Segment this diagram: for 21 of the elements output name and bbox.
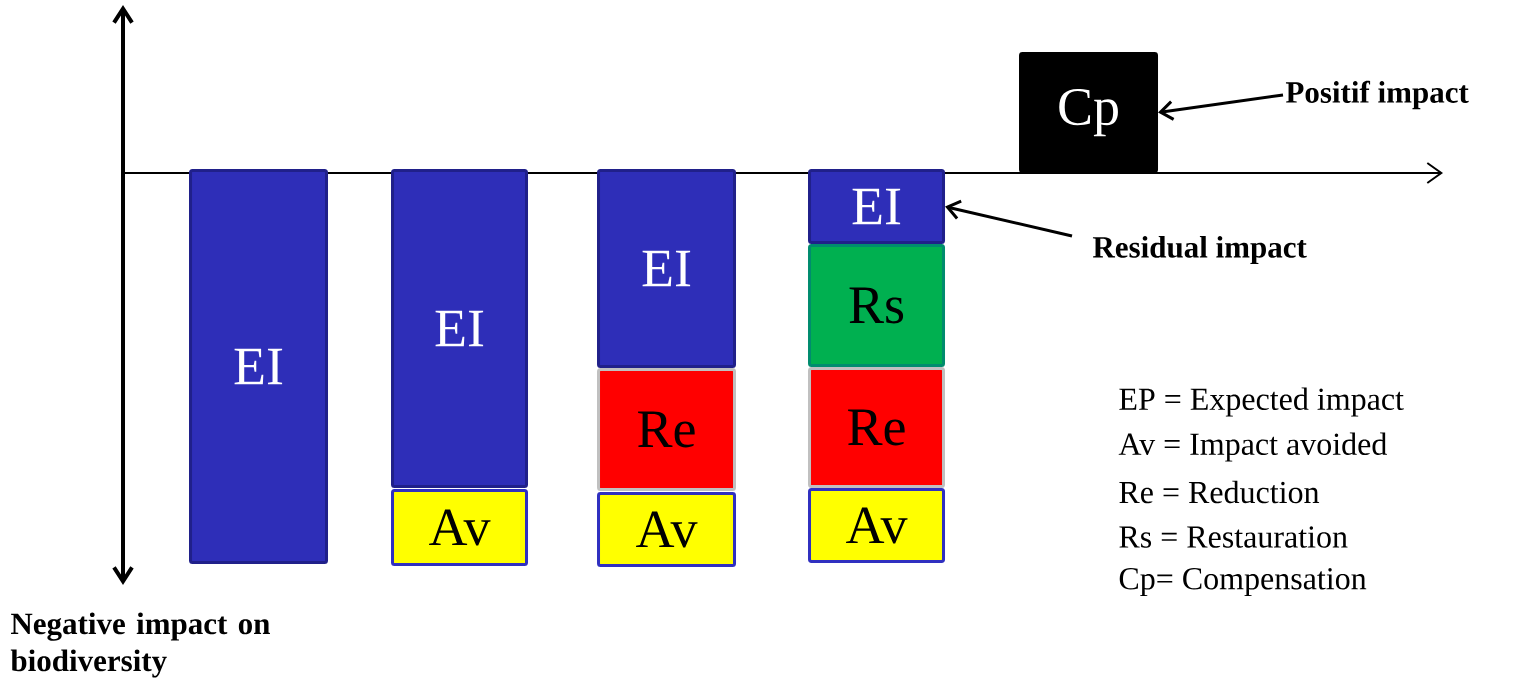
bar-segment: EI bbox=[808, 169, 945, 244]
arrow bbox=[1158, 93, 1284, 121]
bar-segment: Re bbox=[597, 368, 736, 491]
compensation-box: Cp bbox=[1019, 52, 1158, 173]
callout-text: Residual impact bbox=[1092, 235, 1307, 265]
bar-segment: EI bbox=[391, 169, 528, 488]
bar-segment: Rs bbox=[808, 244, 945, 367]
bar-segment: Av bbox=[391, 489, 528, 566]
legend-text: Rs = Restauration bbox=[1119, 526, 1348, 548]
legend-text: Cp= Compensation bbox=[1119, 568, 1367, 596]
callout-text: Positif impact bbox=[1285, 80, 1469, 110]
bar-segment: EI bbox=[189, 169, 328, 564]
bar-segment: Av bbox=[808, 488, 945, 563]
arrow bbox=[945, 199, 1073, 238]
bar-segment: Av bbox=[597, 492, 736, 567]
axis-label: Negative impact on biodiversity bbox=[10, 612, 270, 678]
legend-text: Av = Impact avoided bbox=[1118, 432, 1387, 462]
legend-text: Re = Reduction bbox=[1119, 480, 1320, 504]
bar-segment: Re bbox=[808, 367, 945, 488]
bar-segment: EI bbox=[597, 169, 736, 368]
legend-text: EP = Expected impact bbox=[1119, 387, 1404, 417]
